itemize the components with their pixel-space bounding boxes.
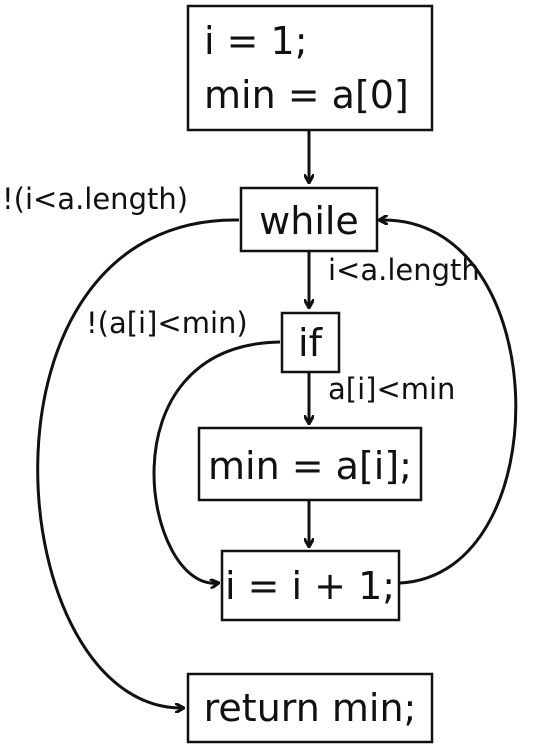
if-true-label: a[i]<min (328, 372, 455, 406)
edge-increment-to-while (380, 220, 518, 585)
return-label: return min; (204, 686, 417, 730)
increment-node: i = i + 1; (220, 549, 401, 622)
while-label: while (259, 199, 359, 243)
if-node: if (280, 311, 341, 374)
init-line-2: min = a[0] (204, 73, 409, 117)
assign-node: min = a[i]; (197, 426, 423, 502)
edge-if-false-to-increment (152, 340, 281, 583)
init-node: i = 1; min = a[0] (186, 4, 434, 132)
init-line-1: i = 1; (204, 19, 308, 63)
while-exit-label: !(i<a.length) (2, 182, 188, 216)
return-node: return min; (186, 672, 434, 744)
if-false-label: !(a[i]<min) (86, 306, 248, 340)
while-node: while (239, 186, 379, 253)
assign-label: min = a[i]; (208, 444, 412, 488)
edge-while-exit-to-return (36, 218, 240, 708)
while-true-label: i<a.length (328, 253, 480, 287)
if-label: if (298, 321, 324, 365)
increment-label: i = i + 1; (225, 564, 395, 608)
